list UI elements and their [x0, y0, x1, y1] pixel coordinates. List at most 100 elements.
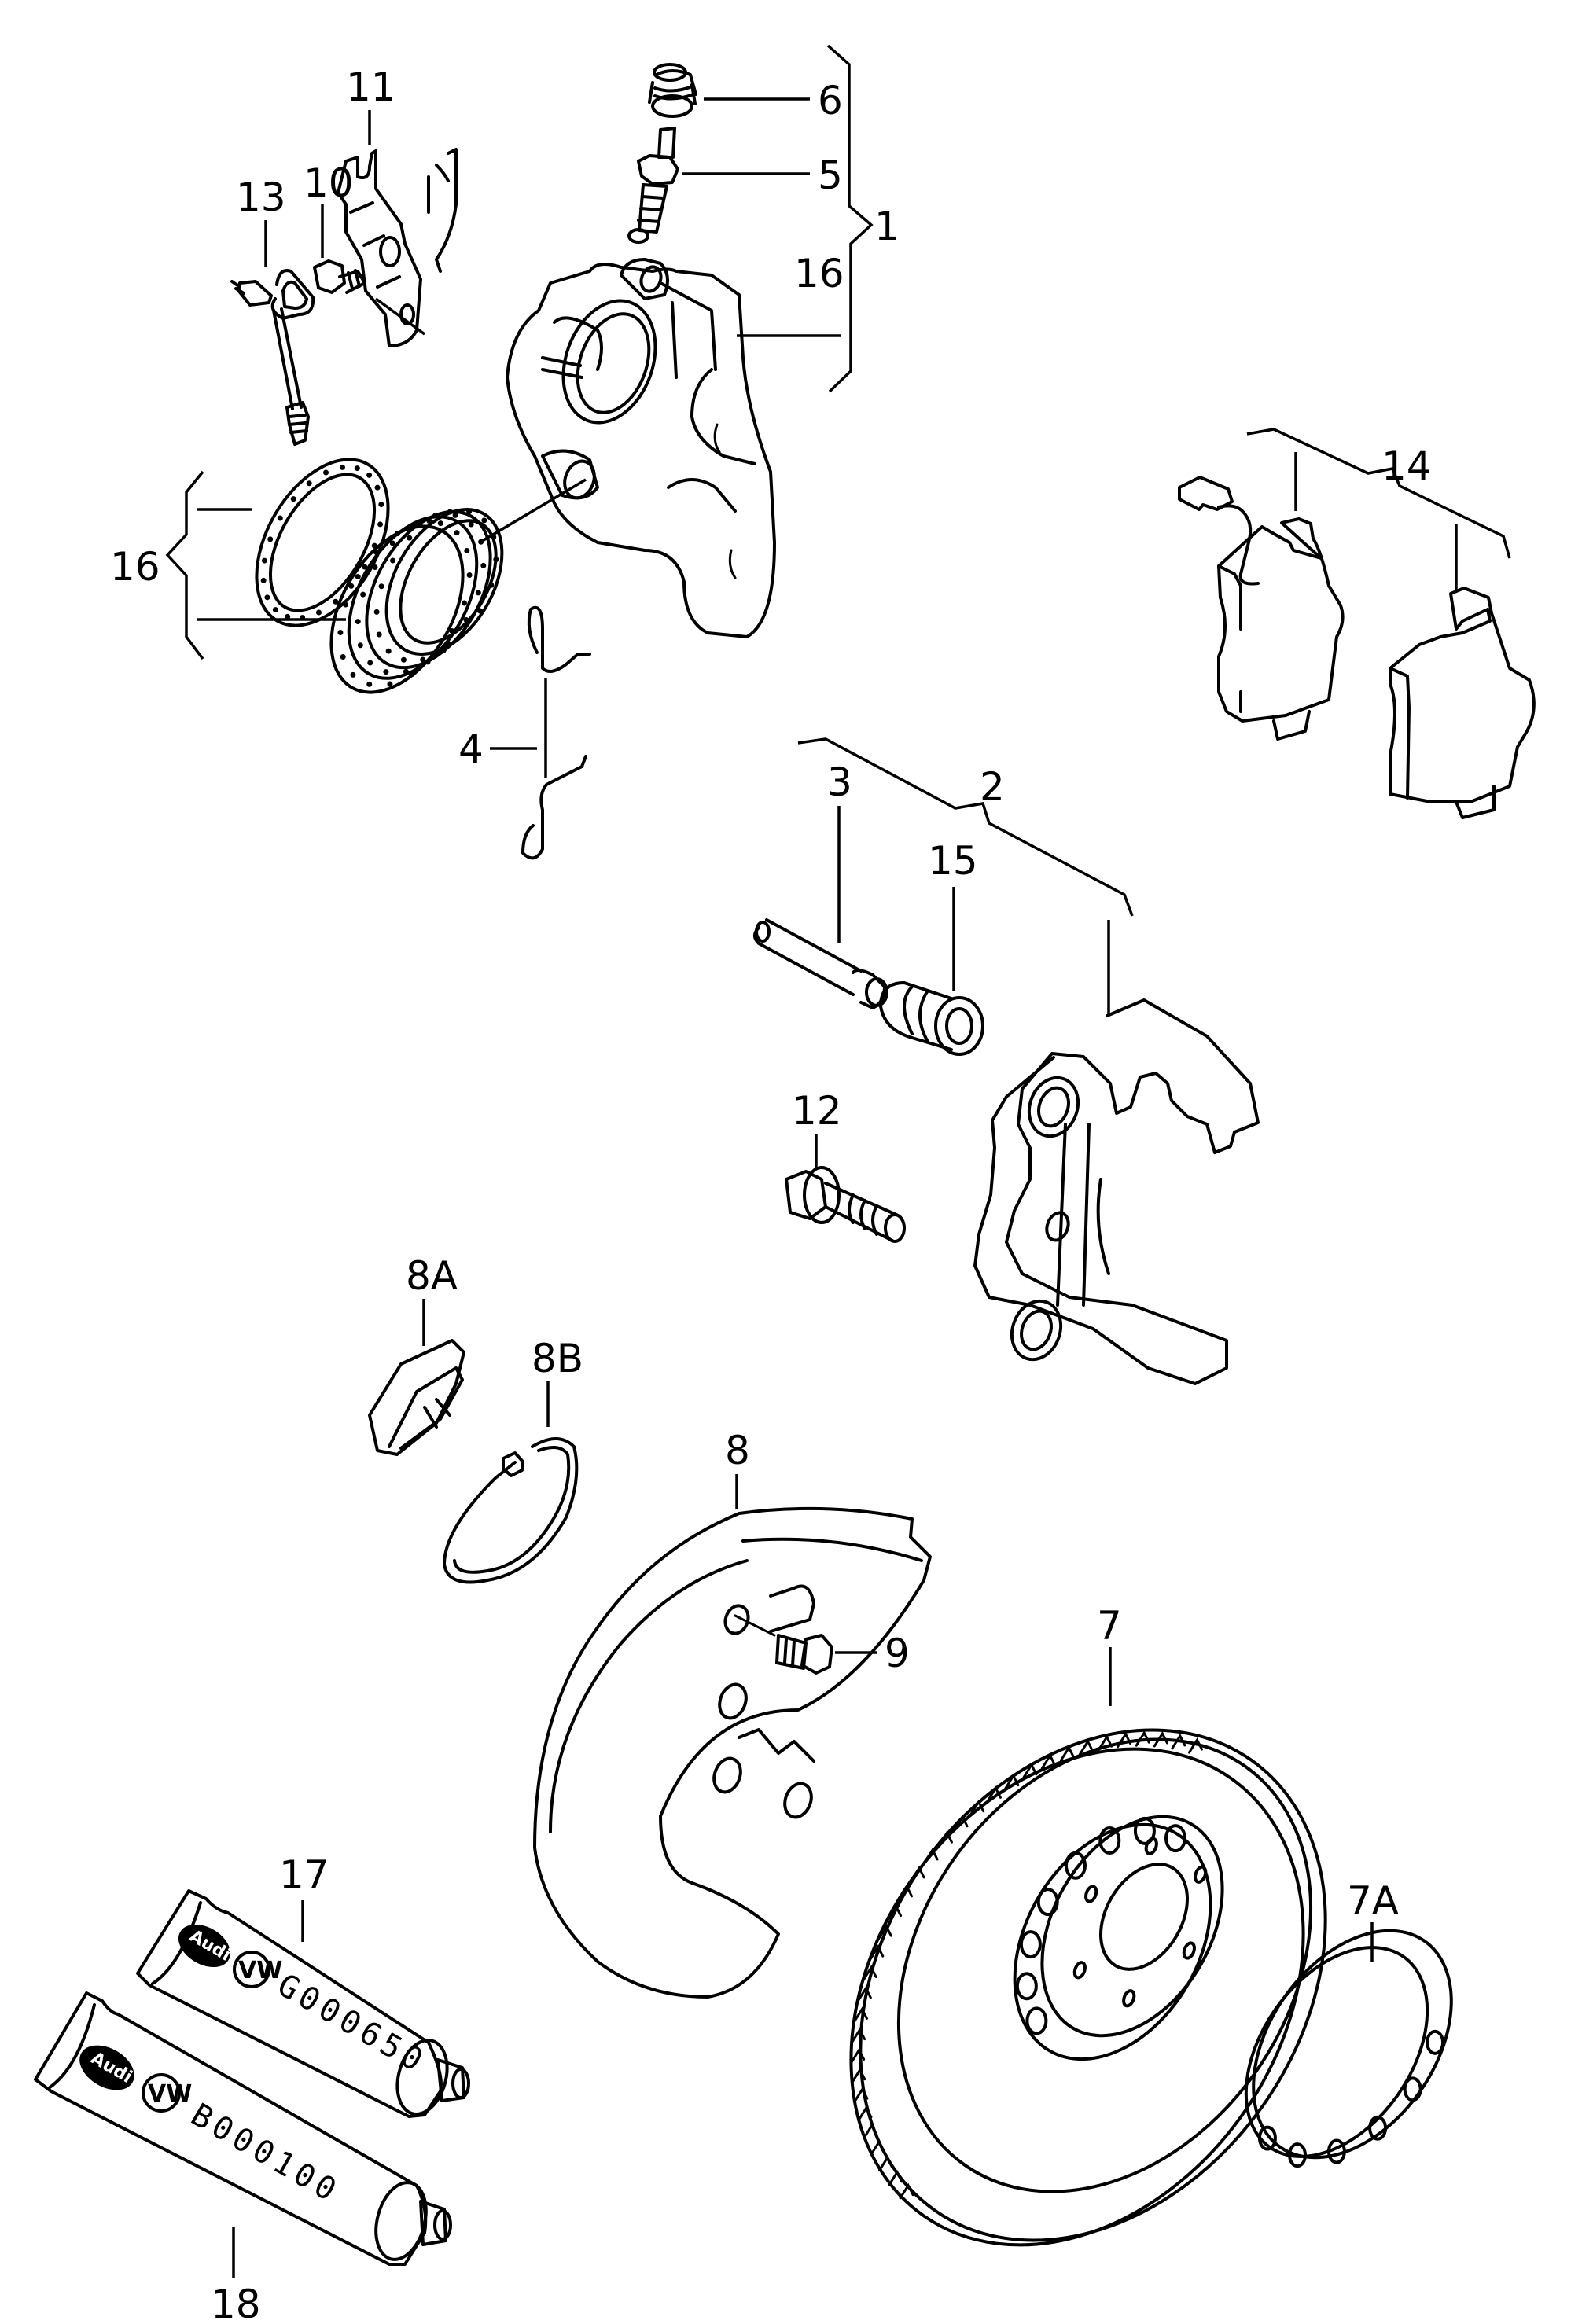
boot-dot [366, 681, 373, 687]
group-1-bracket: 1 [826, 44, 900, 393]
boot-dot [417, 520, 423, 527]
label-9: 9 [885, 1631, 910, 1676]
label-15: 15 [928, 838, 978, 884]
disc-vane [888, 2169, 903, 2186]
boot-dot [400, 656, 407, 663]
seal-dot [300, 615, 306, 621]
label-18: 18 [211, 2282, 261, 2324]
part-12-carrier-bolt: 12 [785, 1088, 906, 1243]
seal-dot [260, 577, 267, 583]
disc-vane [869, 1944, 885, 1961]
boot-dot [373, 549, 379, 555]
piston-seal-ring [255, 458, 390, 627]
seal-dot [333, 598, 339, 605]
label-8b: 8B [532, 1336, 583, 1381]
disc-vane [1004, 1773, 1020, 1790]
boot-dot [390, 557, 396, 564]
disc-vane [870, 2139, 885, 2157]
part-16-top-callout: 16 [737, 251, 844, 337]
boot-dot [409, 671, 415, 677]
label-5: 5 [818, 153, 843, 198]
part-9-shield-bolt: 9 [734, 1614, 910, 1676]
boot-dot [460, 631, 466, 637]
boot-dot [395, 531, 401, 537]
disc-vane [850, 2047, 866, 2064]
disc-vane [1153, 1730, 1168, 1748]
boot-dot [376, 631, 382, 638]
label-14: 14 [1381, 443, 1432, 489]
seal-dot [366, 472, 373, 478]
label-17: 17 [279, 1852, 329, 1898]
boot-dot [461, 600, 467, 606]
label-16-left: 16 [110, 544, 160, 590]
seal-dot [323, 469, 329, 476]
seal-dot [377, 521, 384, 528]
ring-hole [1326, 2138, 1346, 2164]
part-5-bleeder-screw: 5 [627, 127, 843, 244]
boot-dot [431, 653, 437, 659]
boot-dot [449, 628, 455, 634]
hub-hole [1015, 1972, 1038, 2001]
disc-vane [953, 1814, 969, 1831]
seal-dot [285, 613, 291, 620]
label-1: 1 [874, 204, 900, 249]
hub-hole [1098, 1826, 1121, 1855]
hub-hole [1065, 1851, 1087, 1880]
boot-dot [389, 540, 395, 546]
boot-dot [488, 582, 495, 588]
label-7: 7 [1097, 1603, 1122, 1649]
label-7a: 7A [1347, 1878, 1399, 1924]
disc-vane [863, 2123, 878, 2139]
label-10: 10 [304, 160, 354, 206]
disc-vane [877, 1924, 892, 1940]
ring-hole [1426, 2029, 1445, 2055]
disc-vane [878, 2155, 894, 2172]
seal-dot [378, 502, 384, 508]
seal-dot [290, 496, 296, 502]
dust-boot [329, 478, 587, 694]
seal-dot [362, 564, 368, 570]
tube-17-code: G000650 [271, 1967, 432, 2081]
boot-dot [350, 671, 356, 678]
lug-hole [1144, 1837, 1158, 1855]
disc-vane [898, 1884, 914, 1901]
disc-vane [1171, 1733, 1186, 1750]
lug-hole [1072, 1961, 1087, 1980]
disc-vane [857, 2105, 873, 2122]
ring-hole [1288, 2142, 1308, 2168]
boot-dot [403, 668, 409, 675]
disc-vane [851, 2067, 866, 2084]
disc-vane [1135, 1730, 1150, 1747]
disc-vane [856, 1985, 872, 2002]
disc-vane [887, 1903, 903, 1921]
label-12: 12 [792, 1088, 842, 1134]
label-13: 13 [236, 175, 286, 220]
boot-dot [343, 601, 349, 608]
disc-vane [1079, 1738, 1094, 1756]
seal-dot [348, 583, 355, 589]
seal-dot [261, 557, 267, 564]
boot-dot [378, 583, 384, 590]
hub-hole [1036, 1888, 1059, 1917]
boot-dot [410, 522, 417, 528]
disc-vane [910, 1865, 925, 1882]
label-16-top: 16 [794, 251, 844, 296]
boot-dot [407, 535, 413, 541]
boot-dot [437, 520, 443, 527]
disc-cooling-vanes [850, 1730, 1203, 2200]
ring-hole [1368, 2115, 1388, 2141]
boot-dot [357, 642, 363, 649]
hub-hole [1019, 1930, 1042, 1959]
caliper-housing [506, 258, 776, 638]
part-7a-ring: 7A [1244, 1878, 1453, 2168]
hub-hole [1164, 1824, 1186, 1853]
disc-vane [851, 2027, 866, 2044]
boot-dot [373, 609, 380, 615]
seal-dot [306, 480, 312, 487]
disc-vane [1098, 1734, 1113, 1751]
part-15-bushing: 15 [879, 838, 984, 1056]
ring-hole [1257, 2125, 1277, 2151]
boot-dot [480, 562, 487, 568]
part-4-spring-clip: 4 [458, 605, 591, 860]
